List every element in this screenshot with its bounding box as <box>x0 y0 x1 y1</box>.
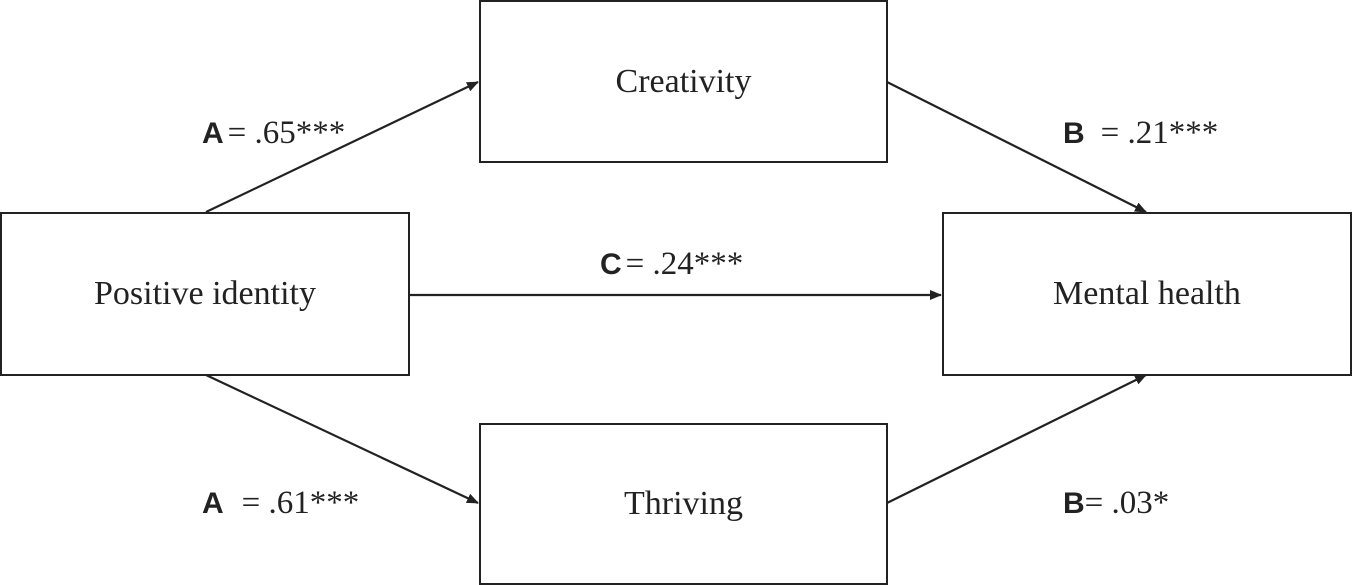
arrow-a-thriving <box>205 374 479 504</box>
path-label-a-thriving: A = .61*** <box>202 487 359 520</box>
path-letter: C <box>600 248 622 281</box>
node-label: Creativity <box>615 62 752 100</box>
node-label: Thriving <box>624 485 743 522</box>
path-letter: A <box>202 117 224 150</box>
node-creativity: Creativity <box>479 0 888 163</box>
path-coefficient: = .03* <box>1084 485 1170 521</box>
node-label: Positive identity <box>94 275 316 312</box>
path-letter: B <box>1063 117 1085 150</box>
path-label-b-creativity: B = .21*** <box>1063 117 1218 150</box>
arrow-b-creativity <box>886 81 1147 213</box>
node-thriving: Thriving <box>479 423 888 585</box>
path-label-c-direct: C = .24*** <box>600 248 743 281</box>
path-coefficient: = .61*** <box>241 485 360 521</box>
node-positive-identity: Positive identity <box>0 212 410 376</box>
node-label: Mental health <box>1053 275 1241 312</box>
path-coefficient: = .65*** <box>227 115 346 151</box>
arrow-b-thriving <box>886 374 1147 504</box>
node-mental-health: Mental health <box>942 212 1352 376</box>
path-label-b-thriving: B = .03* <box>1063 487 1169 520</box>
path-label-a-creativity: A = .65*** <box>202 117 345 150</box>
path-letter: B <box>1063 487 1085 520</box>
path-coefficient: = .24*** <box>625 246 744 282</box>
arrow-a-creativity <box>205 81 479 213</box>
path-letter: A <box>202 487 224 520</box>
path-coefficient: = .21*** <box>1100 115 1219 151</box>
